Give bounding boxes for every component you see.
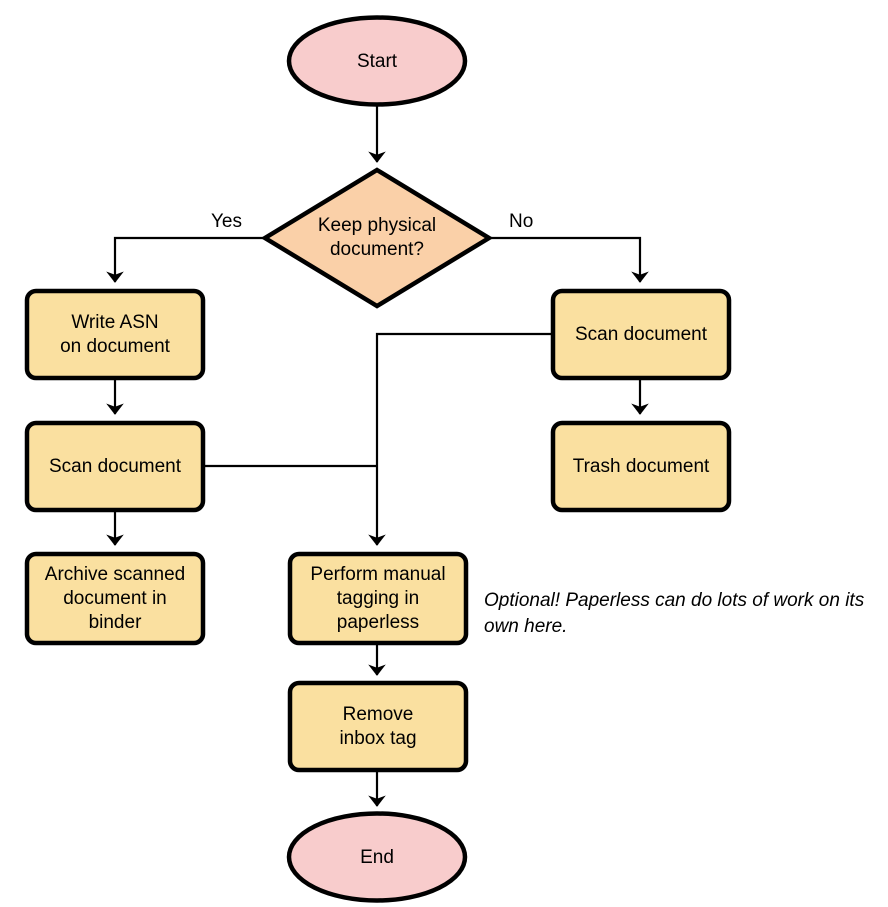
nodes-layer (24, 15, 732, 903)
node-archive[interactable] (24, 551, 206, 646)
node-write-asn[interactable] (24, 288, 206, 381)
edge-decision-no-to-scan-right (491, 236, 649, 283)
edge-label-yes: Yes (211, 211, 242, 232)
node-manual-tagging[interactable] (287, 551, 469, 646)
node-scan-left[interactable] (24, 420, 206, 513)
node-decision-keep-physical-document[interactable] (260, 167, 494, 309)
node-trash[interactable] (550, 420, 732, 513)
edge-scan-right-to-manual-tagging (368, 332, 551, 546)
node-remove-inbox[interactable] (287, 680, 469, 773)
edge-label-no: No (509, 211, 534, 232)
edges-layer (106, 105, 649, 807)
node-end[interactable] (286, 811, 468, 903)
node-start[interactable] (286, 15, 468, 107)
node-scan-right[interactable] (550, 288, 732, 381)
optional-note: Optional! Paperless can do lots of work … (484, 590, 865, 637)
edge-decision-yes-to-write-asn (106, 236, 264, 283)
